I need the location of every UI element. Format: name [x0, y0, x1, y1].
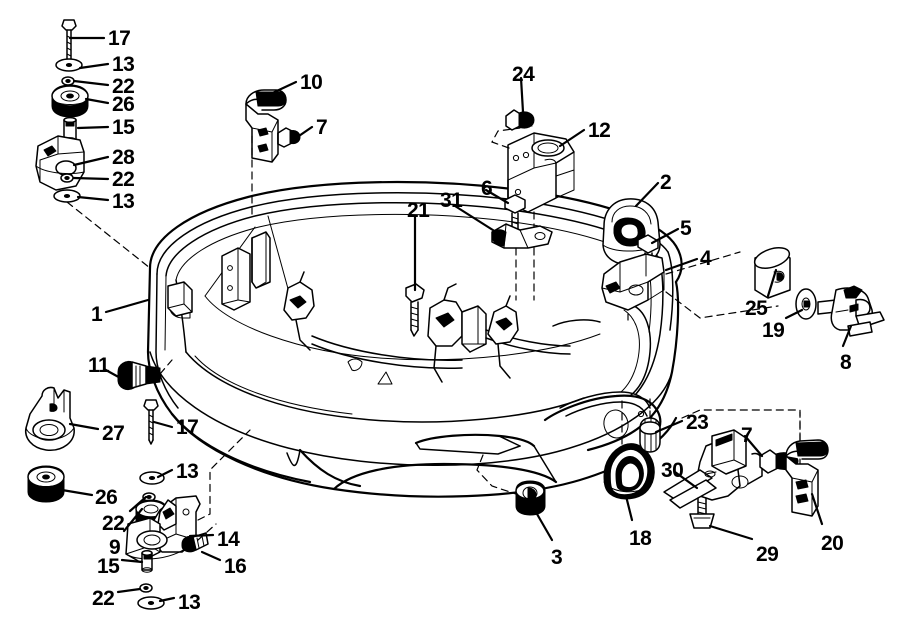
part-25-spacer-sleeve: [753, 247, 791, 299]
callout-9-grommet: 9: [109, 536, 121, 559]
assembly-line-16: [197, 523, 217, 541]
part-22-lockwasher-top: [61, 76, 75, 86]
part-29-screw: [689, 497, 715, 529]
leader-lines: [60, 36, 853, 603]
part-13-washer-bottom: [137, 596, 165, 610]
part-19-washer: [795, 288, 817, 320]
callout-13-washer: 13: [112, 190, 135, 213]
callout-13-washer: 13: [178, 591, 201, 614]
part-13-washer-mid: [139, 471, 165, 485]
assembly-line-14: [197, 429, 251, 521]
callout-10-latch-hook: 10: [300, 71, 323, 94]
part-13-washer-lower: [53, 189, 81, 203]
callout-3-bushing: 3: [551, 546, 563, 569]
part-22-lockwasher-bottom: [139, 583, 153, 593]
callout-6-screw: 6: [481, 177, 493, 200]
part-10-latch-hook: [245, 89, 287, 163]
part-3-bushing: [515, 480, 546, 516]
callout-30-latch-arm: 30: [661, 459, 684, 482]
callout-7-screw: 7: [316, 116, 328, 139]
lower-cowl-body: [146, 180, 683, 498]
callout-19-washer: 19: [762, 319, 785, 342]
assembly-line-3: [476, 454, 517, 495]
part-15-bushing-lower: [141, 550, 153, 573]
callout-1-lower-cowl: 1: [91, 303, 103, 326]
callout-22-lock-washer: 22: [112, 75, 135, 98]
part-30-latch-arm: [663, 429, 763, 509]
callout-13-washer: 13: [112, 53, 135, 76]
callout-27-latch-lever: 27: [102, 422, 125, 445]
part-11-screw: [117, 361, 161, 391]
part-26-grommet-lower: [27, 465, 65, 503]
part-28-bracket: [35, 135, 85, 191]
part-23-plug-cap: [639, 417, 661, 453]
callout-12-mount-housing: 12: [588, 119, 611, 142]
part-24-screw: [505, 109, 535, 131]
callout-15-bushing: 15: [97, 555, 120, 578]
callout-8-latch-assembly: 8: [840, 351, 852, 374]
callout-21-screw: 21: [407, 199, 430, 222]
callout-28-bracket: 28: [112, 146, 135, 169]
callout-22-lock-washer: 22: [112, 168, 135, 191]
part-18-grommet-seal: [603, 443, 655, 500]
part-8-latch-assembly: [817, 285, 885, 337]
callout-13-washer: 13: [176, 460, 199, 483]
assembly-line-4: [665, 251, 779, 319]
callout-2-cover-cap: 2: [660, 171, 672, 194]
callout-24-screw: 24: [512, 63, 535, 86]
part-17-screw-lower: [143, 399, 159, 445]
part-27-latch-lever: [24, 386, 75, 451]
callout-7-screw: 7: [741, 424, 753, 447]
callout-20-latch-bracket: 20: [821, 532, 844, 555]
callout-18-grommet-seal: 18: [629, 527, 652, 550]
callout-17-screw: 17: [108, 27, 131, 50]
callout-31-clip-retainer: 31: [440, 189, 463, 212]
part-22-lockwasher-lower: [60, 173, 74, 183]
callout-26-grommet: 26: [112, 93, 135, 116]
callout-26-grommet: 26: [95, 486, 118, 509]
part-16-screw: [181, 532, 209, 553]
assembly-line-28: [66, 201, 151, 269]
assembly-line-11: [159, 359, 173, 375]
part-12-mount-housing: [507, 132, 575, 213]
callout-14-latch-housing: 14: [217, 528, 240, 551]
callout-23-plug-cap: 23: [686, 411, 709, 434]
part-4-latch-bracket: [601, 253, 665, 311]
callout-22-lock-washer: 22: [92, 587, 115, 610]
callout-11-screw: 11: [88, 354, 110, 377]
callout-16-screw: 16: [224, 555, 247, 578]
internal-latch-left: [283, 271, 315, 351]
part-20-latch-bracket: [785, 439, 829, 517]
part-7-screw-top: [277, 127, 301, 148]
internal-latch-right: [487, 295, 519, 379]
callout-5-screw: 5: [680, 217, 692, 240]
assembly-line-23: [649, 395, 801, 481]
callout-29-screw: 29: [756, 543, 779, 566]
internal-latch-center: [427, 283, 487, 383]
part-13-washer-top: [55, 58, 83, 72]
callout-15-bushing: 15: [112, 116, 135, 139]
callout-22-lock-washer: 22: [102, 512, 125, 535]
callout-25-spacer-sleeve: 25: [745, 297, 768, 320]
callout-17-screw: 17: [176, 416, 199, 439]
part-26-grommet-top: [51, 84, 89, 118]
callout-4-latch-bracket: 4: [700, 247, 712, 270]
assembly-line-24: [491, 127, 521, 149]
part-31-clip-retainer: [491, 223, 553, 249]
